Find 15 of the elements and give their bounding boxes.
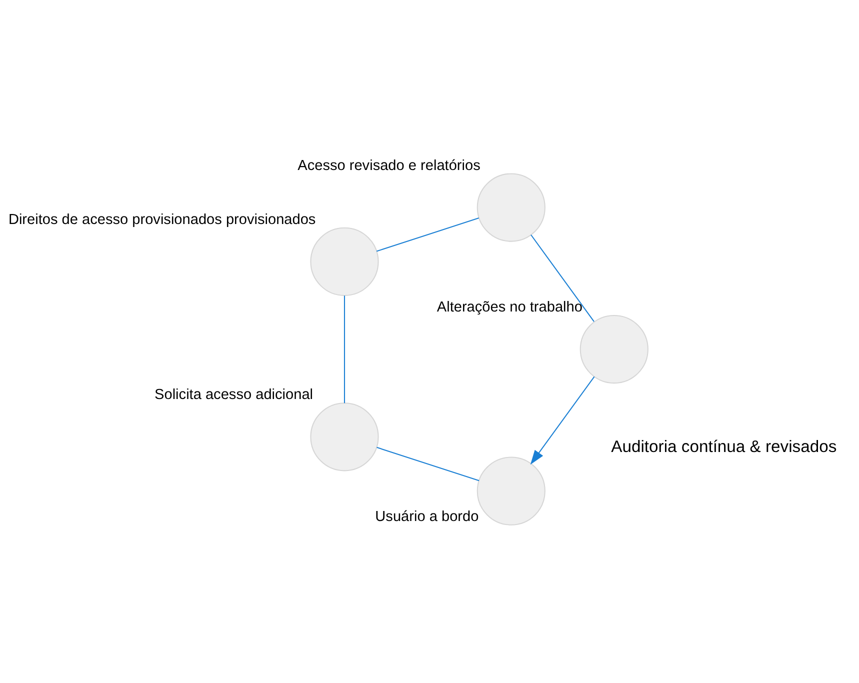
node-label: Alterações no trabalho <box>436 300 582 316</box>
connector <box>343 296 345 404</box>
node-circle <box>579 315 648 384</box>
connector <box>376 446 479 482</box>
node-circle <box>310 227 378 296</box>
label: Auditoria contínua & revisados <box>610 436 836 456</box>
node-label: Direitos de acesso provisionados provisionados <box>8 212 316 228</box>
node-label: Solicita acesso adicional <box>154 387 313 404</box>
node-circle <box>310 402 378 472</box>
connector <box>376 218 478 252</box>
connector <box>530 234 594 322</box>
arrow <box>530 376 594 465</box>
node-label: Acesso revisado e relatórios <box>297 158 480 174</box>
node-circle <box>476 173 545 242</box>
node-label: Usuário a bordo <box>374 508 478 525</box>
